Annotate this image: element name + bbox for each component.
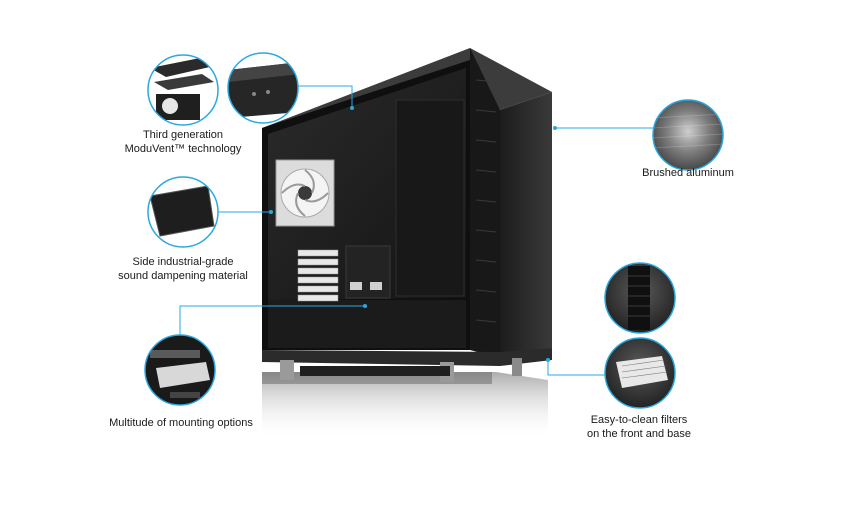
base-filter-icon <box>604 337 676 409</box>
caption-mounting: Multitude of mounting options <box>106 416 256 430</box>
top-panel-detail-icon <box>227 52 299 124</box>
caption-dampening-line2: sound dampening material <box>118 270 248 282</box>
caption-filters: Easy-to-clean filters on the front and b… <box>574 413 704 441</box>
caption-filters-line1: Easy-to-clean filters <box>590 414 688 426</box>
caption-mounting-line1: Multitude of mounting options <box>109 417 253 429</box>
rear-fan <box>275 159 335 227</box>
caption-moduvent-line1: Third generation <box>142 129 224 141</box>
caption-aluminum-line1: Brushed aluminum <box>642 167 734 179</box>
caption-moduvent-line2: ModuVent™ technology <box>124 143 242 155</box>
caption-dampening: Side industrial-grade sound dampening ma… <box>110 255 256 283</box>
mounting-bracket-icon <box>144 334 216 406</box>
caption-aluminum: Brushed aluminum <box>630 166 746 180</box>
brushed-aluminum-icon <box>652 99 724 171</box>
moduvent-detail-icon <box>147 54 219 126</box>
pc-case <box>262 48 552 382</box>
caption-dampening-line1: Side industrial-grade <box>132 256 234 268</box>
expansion-slots <box>297 249 339 302</box>
floor-reflection <box>262 372 548 440</box>
caption-filters-line2: on the front and base <box>587 428 691 440</box>
caption-moduvent: Third generation ModuVent™ technology <box>118 128 248 156</box>
front-filter-icon <box>604 262 676 334</box>
dampening-panel-icon <box>147 176 219 248</box>
callout-lines <box>179 85 653 376</box>
